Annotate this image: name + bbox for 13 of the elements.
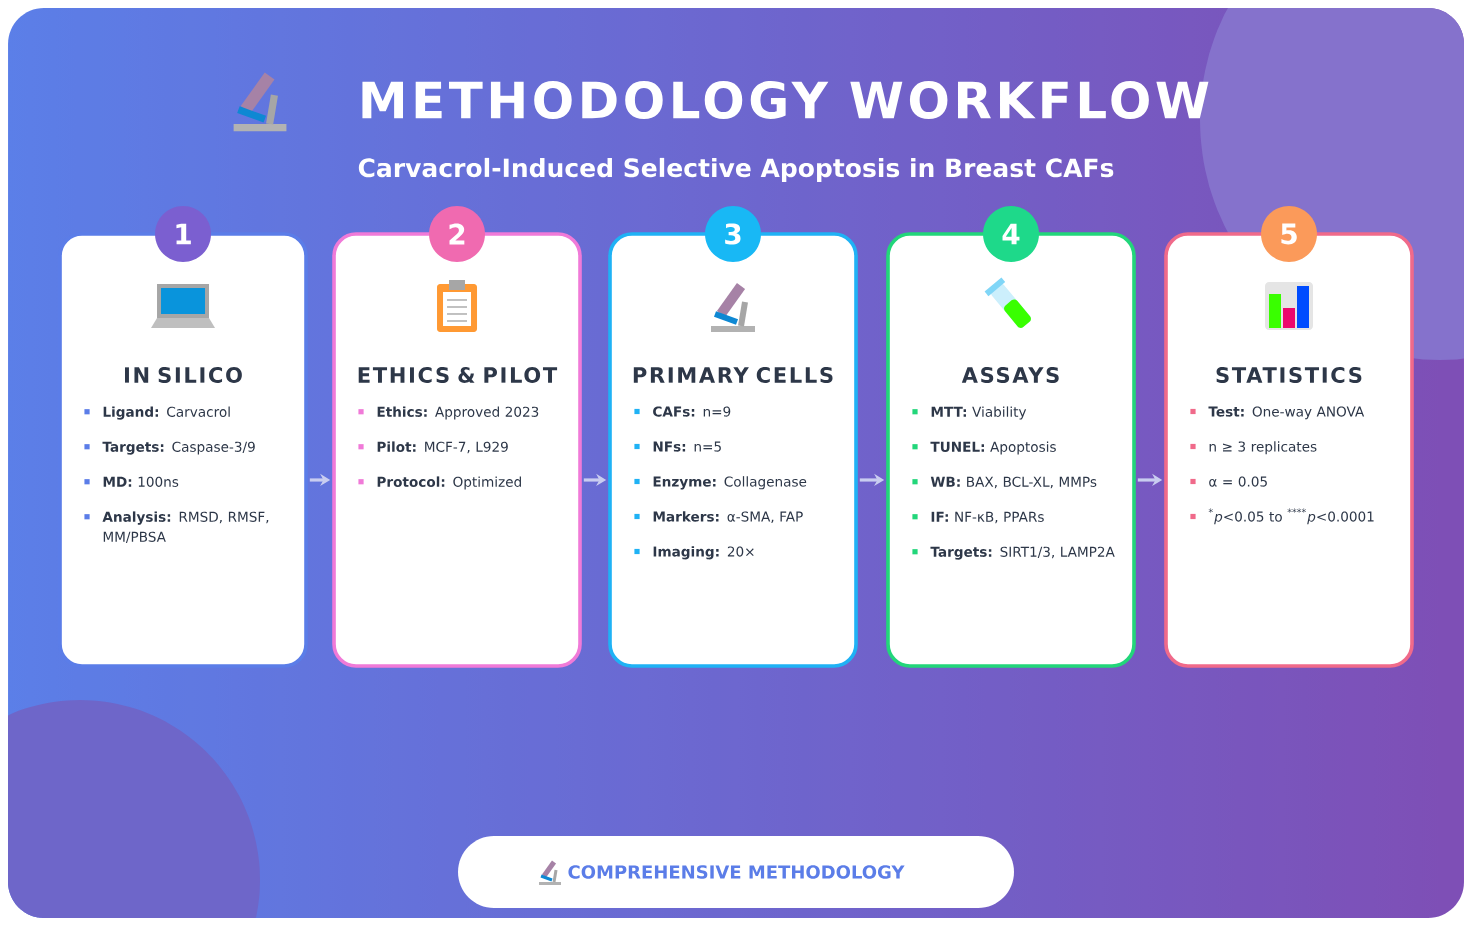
number-badge: 4 <box>983 206 1039 262</box>
card-heading: STATISTICS <box>1216 367 1362 383</box>
number-badge: 1 <box>155 206 211 262</box>
number-badge: 2 <box>429 206 485 262</box>
card-heading: PRIMARY CELLS <box>633 367 833 383</box>
title: METHODOLOGY WORKFLOW <box>362 81 1209 119</box>
card-heading: ETHICS & PILOT <box>358 367 558 383</box>
number-badge: 3 <box>705 206 761 262</box>
card-heading: IN SILICO <box>125 367 242 383</box>
card-heading: ASSAYS <box>961 367 1059 383</box>
summary-pill: COMPREHENSIVE METHODOLOGY <box>458 836 1014 908</box>
number-badge: 5 <box>1261 206 1317 262</box>
subtitle: Carvacrol-Induced Selective Apoptosis in Breast CAFs <box>358 157 1114 183</box>
